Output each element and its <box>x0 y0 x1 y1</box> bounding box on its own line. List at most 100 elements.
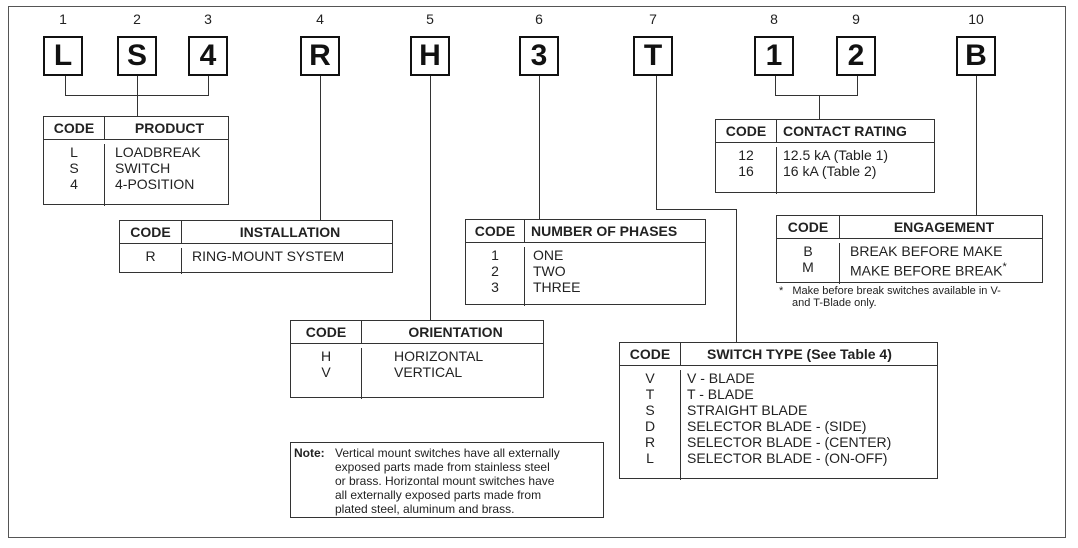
connector-line <box>736 209 737 342</box>
note-line: exposed parts made from stainless steel <box>335 460 550 474</box>
table-code: R <box>145 248 156 264</box>
code-box: B <box>956 36 996 76</box>
table-code: 12 <box>738 147 754 163</box>
connector-line <box>857 76 858 96</box>
footnote-line: and T-Blade only. <box>792 297 877 309</box>
footnote-mark: * <box>1002 261 1007 273</box>
table-desc: MAKE BEFORE BREAK <box>850 262 1003 279</box>
connector-line <box>656 76 657 210</box>
table-code: D <box>644 418 656 434</box>
product-header: PRODUCT <box>134 120 205 136</box>
contact-rating-header: CONTACT RATING <box>783 123 907 139</box>
table-desc: 16 kA (Table 2) <box>783 163 877 179</box>
connector-line <box>137 76 138 116</box>
connector-line <box>775 95 858 96</box>
code-header: CODE <box>620 343 681 365</box>
code-header: CODE <box>291 321 362 343</box>
position-number: 3 <box>204 11 212 27</box>
connector-line <box>656 209 737 210</box>
table-code: R <box>644 434 656 450</box>
code-box: L <box>43 36 83 76</box>
code-box: T <box>633 36 673 76</box>
table-code: V <box>645 370 655 386</box>
position-number: 7 <box>649 11 657 27</box>
table-code: M <box>802 259 814 275</box>
diagram-frame <box>8 6 1066 538</box>
connector-line <box>775 76 776 96</box>
code-box: 4 <box>188 36 228 76</box>
position-number: 1 <box>59 11 67 27</box>
connector-line <box>208 76 209 96</box>
orientation-table: CODE ORIENTATION H V HORIZONTAL VERTICAL <box>290 320 544 399</box>
code-header: CODE <box>120 221 182 243</box>
note-line: plated steel, aluminum and brass. <box>335 502 515 516</box>
position-number: 9 <box>852 11 860 27</box>
table-code: T <box>645 386 655 402</box>
table-desc: T - BLADE <box>687 386 754 402</box>
table-desc: 4-POSITION <box>115 176 195 192</box>
code-header: CODE <box>466 220 525 242</box>
position-number: 5 <box>426 11 434 27</box>
table-desc: BREAK BEFORE MAKE <box>850 243 1003 259</box>
table-code: S <box>69 160 79 176</box>
table-code: 1 <box>491 247 499 263</box>
code-box: 2 <box>836 36 876 76</box>
table-desc: 12.5 kA (Table 1) <box>783 147 889 163</box>
orientation-header: ORIENTATION <box>408 324 503 340</box>
position-number: 4 <box>316 11 324 27</box>
table-code: V <box>321 364 331 380</box>
table-code: 2 <box>491 263 499 279</box>
connector-line <box>819 95 820 119</box>
code-header: CODE <box>716 120 777 142</box>
phases-header: NUMBER OF PHASES <box>531 223 678 239</box>
table-code: S <box>645 402 655 418</box>
table-code: H <box>320 348 332 364</box>
code-box: 3 <box>519 36 559 76</box>
table-desc: ONE <box>533 247 564 263</box>
position-number: 8 <box>770 11 778 27</box>
position-number: 2 <box>133 11 141 27</box>
code-box: R <box>300 36 340 76</box>
table-code: L <box>646 450 654 466</box>
connector-line <box>976 76 977 215</box>
table-desc: RING-MOUNT SYSTEM <box>192 248 345 264</box>
code-box: H <box>410 36 450 76</box>
table-desc: VERTICAL <box>394 364 463 380</box>
table-code: B <box>803 243 813 259</box>
connector-line <box>539 76 540 219</box>
engagement-header: ENGAGEMENT <box>893 219 995 235</box>
code-header: CODE <box>777 216 840 238</box>
position-number: 6 <box>535 11 543 27</box>
table-code: 3 <box>491 279 499 295</box>
installation-table: CODE INSTALLATION R RING-MOUNT SYSTEM <box>119 220 393 274</box>
table-desc: HORIZONTAL <box>394 348 484 364</box>
footnote-mark: * <box>779 285 784 297</box>
table-desc: SELECTOR BLADE - (CENTER) <box>687 434 892 450</box>
table-desc: SELECTOR BLADE - (SIDE) <box>687 418 867 434</box>
connector-line <box>430 76 431 320</box>
engagement-table: CODE ENGAGEMENT B M BREAK BEFORE MAKE MAK… <box>776 215 1043 284</box>
table-code: 4 <box>70 176 78 192</box>
code-header: CODE <box>44 117 105 139</box>
table-code: L <box>70 144 78 160</box>
note-line: or brass. Horizontal mount switches have <box>335 474 555 488</box>
table-desc: LOADBREAK <box>115 144 201 160</box>
note-label: Note: <box>294 446 325 460</box>
table-desc: STRAIGHT BLADE <box>687 402 808 418</box>
code-box: S <box>117 36 157 76</box>
contact-rating-table: CODE CONTACT RATING 12 16 12.5 kA (Table … <box>715 119 935 194</box>
switch-type-header: SWITCH TYPE (See Table 4) <box>707 346 892 362</box>
note-line: all externally exposed parts made from <box>335 488 542 502</box>
installation-header: INSTALLATION <box>239 224 341 240</box>
table-desc: SELECTOR BLADE - (ON-OFF) <box>687 450 888 466</box>
table-code: 16 <box>738 163 754 179</box>
connector-line <box>65 76 66 96</box>
footnote: * Make before break switches available i… <box>779 285 1001 309</box>
table-desc: V - BLADE <box>687 370 755 386</box>
footnote-line: Make before break switches available in … <box>792 285 1001 297</box>
code-box: 1 <box>754 36 794 76</box>
note-box: Note: Vertical mount switches have all e… <box>290 442 604 518</box>
